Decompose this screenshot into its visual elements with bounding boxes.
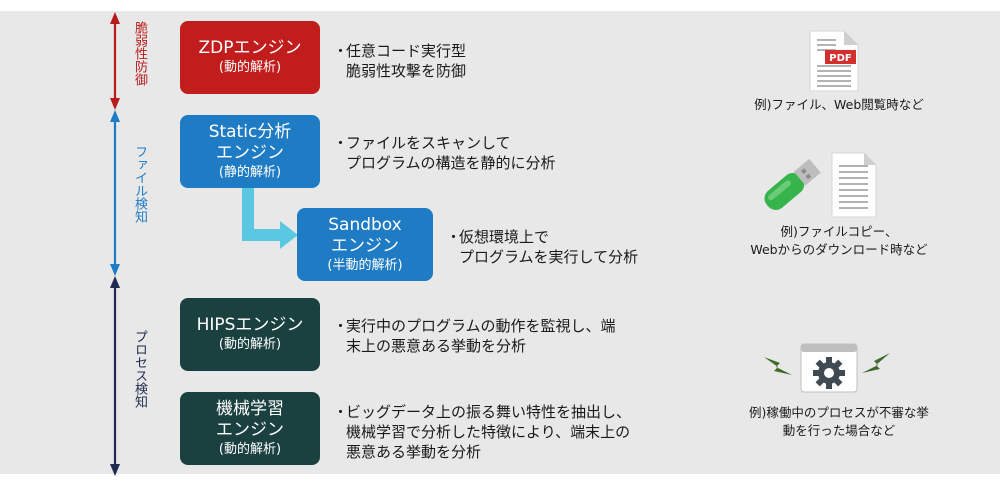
ml-description-line: 悪意ある挙動を分析 xyxy=(346,443,482,461)
ml-engine-subtitle: (動的解析) xyxy=(218,441,282,457)
hips-description: ・実行中のプログラムの動作を監視し、端 末上の悪意ある挙動を分析 xyxy=(333,316,616,356)
ml-engine-name-line2: エンジン xyxy=(216,419,284,440)
file-range-arrow xyxy=(110,110,120,276)
lightning-icon xyxy=(764,353,890,375)
sandbox-engine-box: Sandbox エンジン (半動的解析) xyxy=(297,208,433,281)
process-range-arrow xyxy=(110,276,120,476)
zdp-engine-name: ZDPエンジン xyxy=(198,38,302,58)
gear-window-icon xyxy=(764,343,890,393)
vulnerability-range-arrow xyxy=(110,12,120,110)
example-line: 例)ファイルコピー、 xyxy=(780,224,898,239)
ml-description-bullet: ・ xyxy=(333,403,349,421)
zdp-description-line: 任意コード実行型 xyxy=(346,42,467,60)
zdp-description-bullet: ・ xyxy=(333,42,349,60)
static-engine-box: Static分析 エンジン (静的解析) xyxy=(180,115,320,188)
category-label-file: ファイル検知 xyxy=(132,145,147,223)
ml-description-line: ビッグデータ上の振る舞い特性を抽出し、 xyxy=(346,403,632,421)
sandbox-description: ・仮想環境上で プログラムを実行して分析 xyxy=(446,227,638,267)
sandbox-description-line: 仮想環境上で xyxy=(459,228,550,246)
category-label-process: プロセス検知 xyxy=(132,330,147,408)
example-line: 例)ファイル、Web閲覧時など xyxy=(754,97,924,112)
example-line: 例)稼働中のプロセスが不審な挙 xyxy=(749,405,929,420)
file-example-caption: 例)ファイルコピー、 Webからのダウンロード時など xyxy=(724,223,954,259)
static-engine-name-line2: エンジン xyxy=(216,142,284,163)
sandbox-engine-subtitle: (半動的解析) xyxy=(327,257,403,273)
ml-engine-box: 機械学習 エンジン (動的解析) xyxy=(180,392,320,465)
hips-engine-box: HIPSエンジン (動的解析) xyxy=(180,298,320,371)
example-line: Webからのダウンロード時など xyxy=(750,242,928,257)
static-description: ・ファイルをスキャンして プログラムの構造を静的に分析 xyxy=(333,133,556,173)
usb-drive-icon xyxy=(764,158,821,210)
zdp-engine-subtitle: (動的解析) xyxy=(218,60,282,75)
hips-engine-name: HIPSエンジン xyxy=(196,315,304,335)
zdp-description: ・任意コード実行型 脆弱性攻撃を防御 xyxy=(333,41,466,81)
zdp-engine-box: ZDPエンジン (動的解析) xyxy=(180,21,320,94)
hips-engine-subtitle: (動的解析) xyxy=(218,337,282,352)
hips-description-line: 実行中のプログラムの動作を監視し、端 xyxy=(346,317,616,335)
ml-description-line: 機械学習で分析した特徴により、端末上の xyxy=(346,423,631,441)
static-to-sandbox-arrow xyxy=(242,185,298,249)
hips-description-line: 末上の悪意ある挙動を分析 xyxy=(346,337,527,355)
zdp-description-line: 脆弱性攻撃を防御 xyxy=(346,62,467,80)
pdf-badge-text: PDF xyxy=(829,53,851,64)
sandbox-engine-name: Sandbox xyxy=(328,214,402,235)
static-engine-name: Static分析 xyxy=(208,121,292,142)
static-description-line: ファイルをスキャンして xyxy=(346,134,511,152)
static-description-bullet: ・ xyxy=(333,134,349,152)
document-icon xyxy=(831,152,877,218)
category-arrows xyxy=(110,12,120,476)
sandbox-description-line: プログラムを実行して分析 xyxy=(459,248,639,266)
vulnerability-example-caption: 例)ファイル、Web閲覧時など xyxy=(724,96,954,114)
example-line: 動を行った場合など xyxy=(782,423,896,438)
pdf-document-icon: PDF xyxy=(809,30,859,92)
hips-description-bullet: ・ xyxy=(333,317,349,335)
ml-description: ・ビッグデータ上の振る舞い特性を抽出し、 機械学習で分析した特徴により、端末上の… xyxy=(333,402,631,462)
sandbox-description-bullet: ・ xyxy=(446,228,462,246)
category-label-vulnerability: 脆弱性防御 xyxy=(132,21,147,86)
ml-engine-name: 機械学習 xyxy=(216,398,284,419)
static-engine-subtitle: (静的解析) xyxy=(218,164,282,180)
sandbox-engine-name-line2: エンジン xyxy=(331,235,399,256)
static-description-line: プログラムの構造を静的に分析 xyxy=(346,154,556,172)
process-example-caption: 例)稼働中のプロセスが不審な挙 動を行った場合など xyxy=(724,404,954,440)
